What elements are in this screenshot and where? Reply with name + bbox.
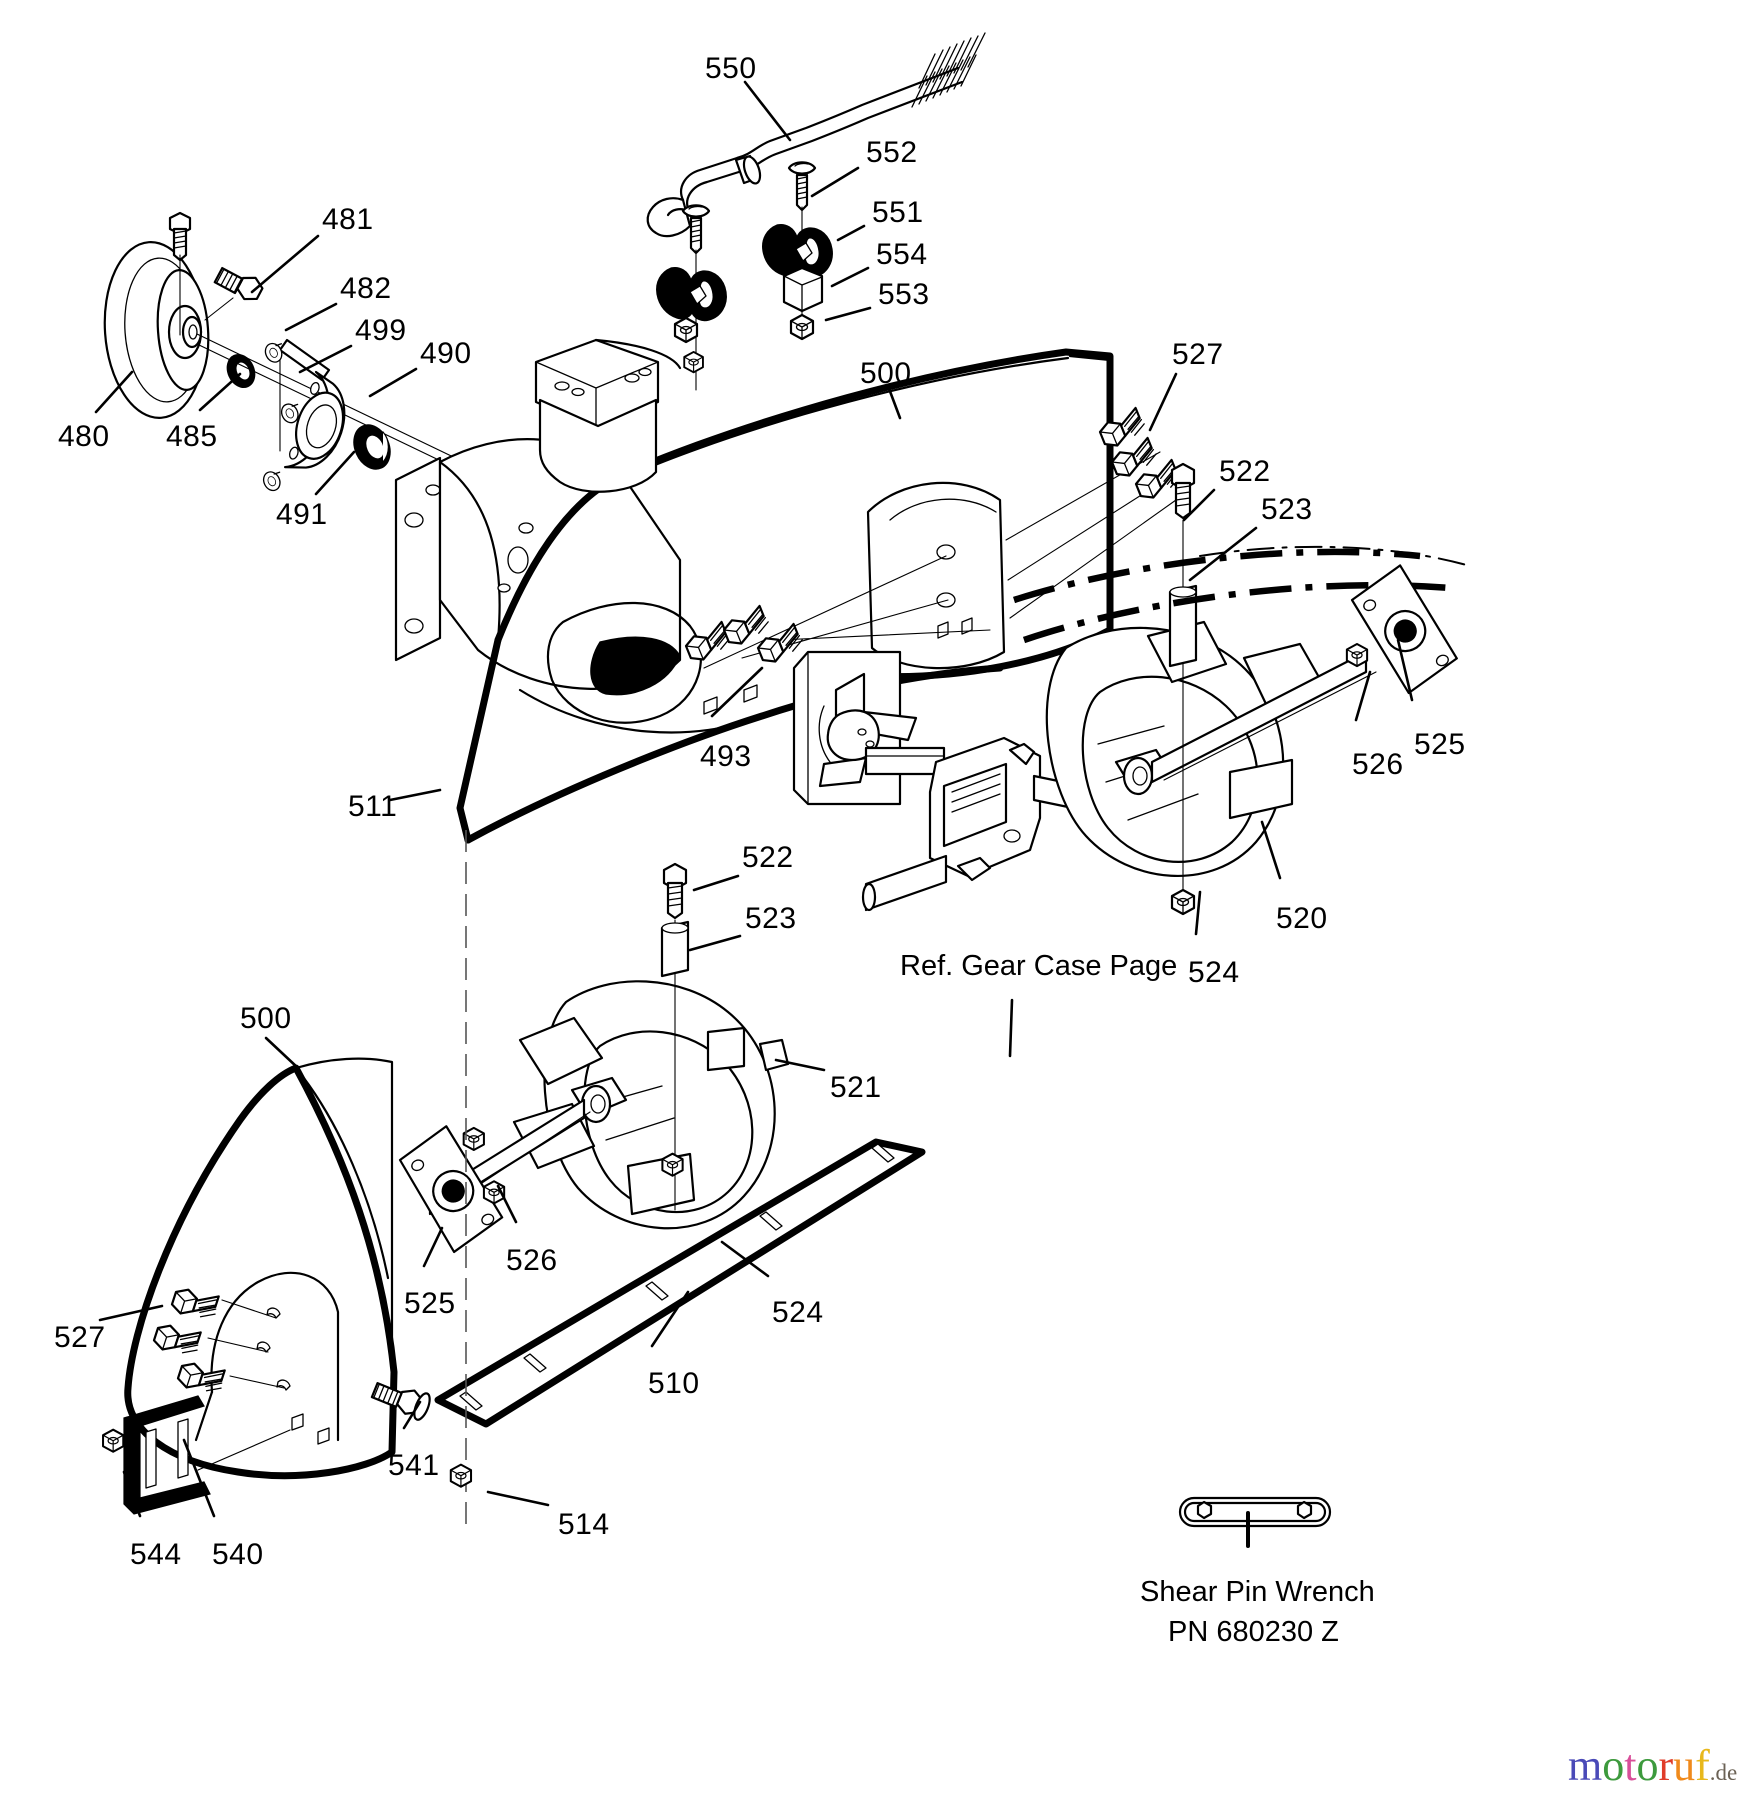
callout-526-right: 526 bbox=[1352, 748, 1404, 781]
shear-pin-wrench-icon bbox=[1178, 1496, 1332, 1548]
auger-housing-500 bbox=[394, 338, 1186, 844]
callout-522-right: 522 bbox=[1219, 455, 1271, 488]
motoruf-watermark: motoruf.de bbox=[1568, 1740, 1737, 1791]
wm-letter-o1: o bbox=[1602, 1741, 1625, 1790]
callout-491: 491 bbox=[276, 498, 328, 531]
callout-514: 514 bbox=[558, 1508, 610, 1541]
clamp-assembly-left bbox=[656, 204, 727, 391]
scraper-bar bbox=[434, 1138, 926, 1428]
callout-523-right: 523 bbox=[1261, 493, 1313, 526]
left-side-plate-500 bbox=[102, 1057, 398, 1515]
callout-525-right: 525 bbox=[1414, 728, 1466, 761]
right-auger-520 bbox=[1013, 462, 1471, 916]
callout-524-right: 524 bbox=[1188, 956, 1240, 989]
callout-482: 482 bbox=[340, 272, 392, 305]
wm-letter-o2: o bbox=[1636, 1741, 1659, 1790]
callout-500-left: 500 bbox=[240, 1002, 292, 1035]
shear-pin-wrench-label: Shear Pin Wrench bbox=[1140, 1576, 1375, 1608]
pulley-assembly-480 bbox=[103, 211, 471, 494]
callout-510: 510 bbox=[648, 1367, 700, 1400]
wm-letter-u: u bbox=[1673, 1741, 1696, 1790]
callout-526-left: 526 bbox=[506, 1244, 558, 1277]
shear-pin-wrench-part-number: PN 680230 Z bbox=[1168, 1616, 1339, 1648]
wm-letter-f: f bbox=[1695, 1741, 1710, 1790]
callout-553: 553 bbox=[878, 278, 930, 311]
left-auger-521 bbox=[398, 862, 790, 1254]
callout-520: 520 bbox=[1276, 902, 1328, 935]
callout-552: 552 bbox=[866, 136, 918, 169]
callout-540: 540 bbox=[212, 1538, 264, 1571]
callout-500-top: 500 bbox=[860, 357, 912, 390]
wm-suffix: .de bbox=[1709, 1760, 1738, 1785]
callout-541: 541 bbox=[388, 1449, 440, 1482]
wm-letter-m: m bbox=[1568, 1741, 1603, 1790]
callout-522-left: 522 bbox=[742, 841, 794, 874]
callout-523-left: 523 bbox=[745, 902, 797, 935]
callout-554: 554 bbox=[876, 238, 928, 271]
callout-leaders bbox=[94, 80, 1414, 1518]
callout-551: 551 bbox=[872, 196, 924, 229]
callout-550: 550 bbox=[705, 52, 757, 85]
callout-527-left: 527 bbox=[54, 1321, 106, 1354]
callout-544: 544 bbox=[130, 1538, 182, 1571]
callout-485: 485 bbox=[166, 420, 218, 453]
gear-case-reference-label: Ref. Gear Case Page bbox=[900, 950, 1178, 982]
wm-letter-t: t bbox=[1624, 1741, 1637, 1790]
callout-524-left: 524 bbox=[772, 1296, 824, 1329]
cleanout-tool-550 bbox=[646, 32, 986, 238]
callout-480: 480 bbox=[58, 420, 110, 453]
callout-490: 490 bbox=[420, 337, 472, 370]
callout-521: 521 bbox=[830, 1071, 882, 1104]
wm-letter-r: r bbox=[1658, 1741, 1674, 1790]
clamp-assembly-right bbox=[762, 161, 833, 341]
callout-481: 481 bbox=[322, 203, 374, 236]
callout-525-left: 525 bbox=[404, 1287, 456, 1320]
callout-499: 499 bbox=[355, 314, 407, 347]
callout-527-top: 527 bbox=[1172, 338, 1224, 371]
impeller-assembly bbox=[792, 650, 946, 806]
callout-493: 493 bbox=[700, 740, 752, 773]
callout-511: 511 bbox=[348, 790, 398, 823]
